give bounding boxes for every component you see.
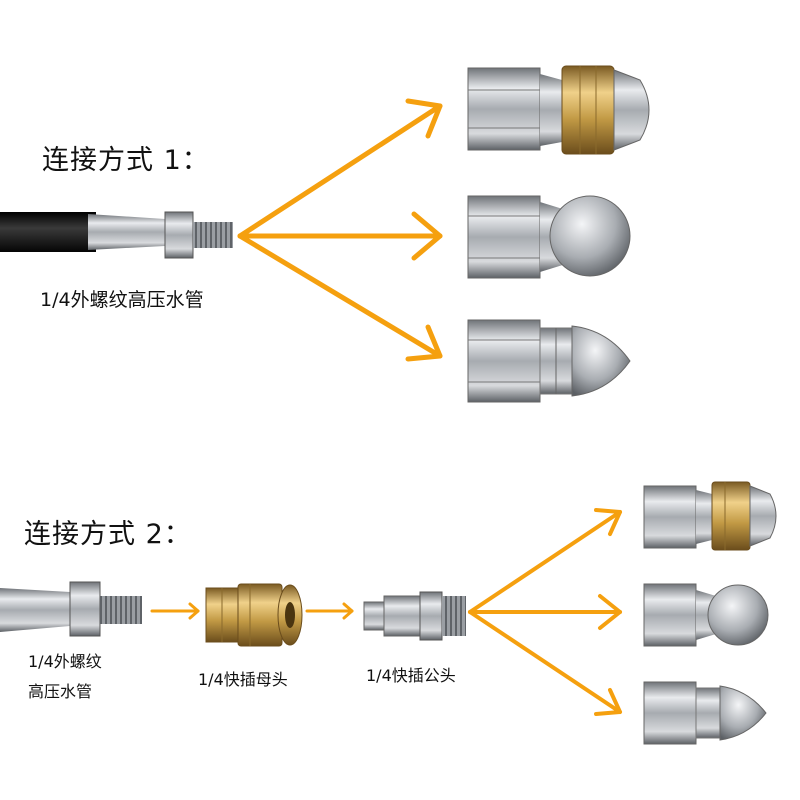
nozzle-rotating-brass-2: [643, 481, 777, 551]
section-1-hose-label: 1/4外螺纹高压水管: [40, 289, 204, 311]
quick-plug-male: [363, 591, 466, 641]
section-2-title: 连接方式 2：: [24, 519, 192, 550]
arrows-chain-2: [150, 602, 354, 620]
nozzle-bullet-2: [643, 681, 767, 745]
section-2-hose-label-line2: 高压水管: [28, 682, 93, 701]
arrows-1: [237, 98, 443, 362]
nozzle-rotating-brass-1: [467, 65, 650, 155]
hose-2: [0, 581, 142, 637]
nozzle-bullet-1: [467, 319, 631, 403]
nozzle-round-dome-1: [467, 195, 631, 279]
hose-1: [0, 211, 233, 259]
section-2-hose-label-line1: 1/4外螺纹: [28, 652, 102, 671]
section-1-title: 连接方式 1：: [42, 145, 210, 176]
section-2-female-label: 1/4快插母头: [198, 670, 288, 689]
quick-coupler-female: [205, 583, 303, 647]
section-2-male-label: 1/4快插公头: [366, 666, 456, 685]
arrows-2: [468, 508, 622, 716]
nozzle-round-dome-2: [643, 583, 769, 647]
